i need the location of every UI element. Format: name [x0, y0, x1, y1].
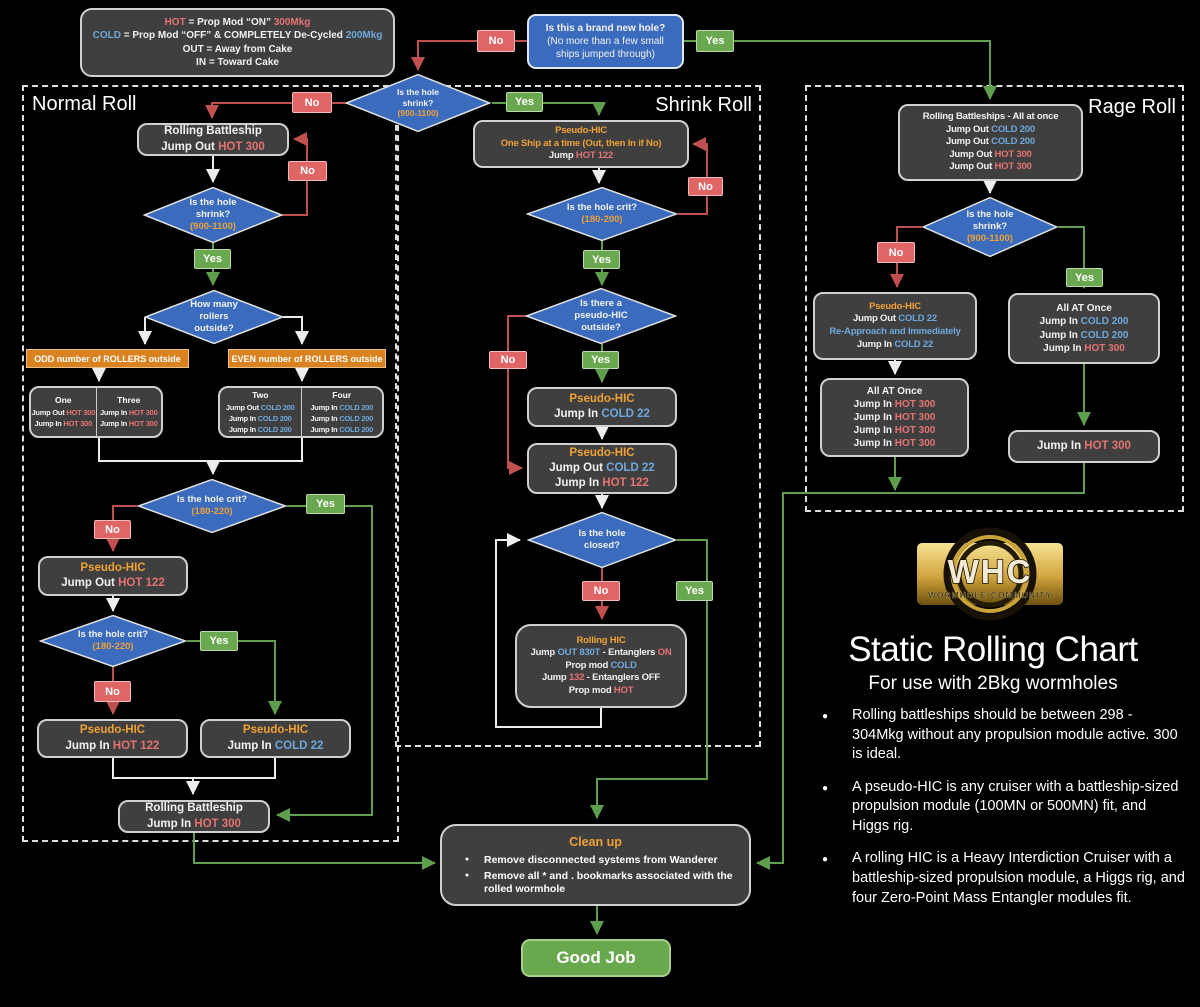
- nr-odd-rollers-label: ODD number of ROLLERS outside: [26, 349, 189, 368]
- list-item: ●A rolling HIC is a Heavy Interdiction C…: [822, 850, 1185, 906]
- shrink-roll-region: [395, 85, 761, 747]
- list-item: ●Remove all * and . bookmarks associated…: [464, 869, 733, 895]
- no-chip-nr-crit1: No: [94, 520, 131, 539]
- diamond-sr-is-hole-crit: Is the hole crit?(180-200): [526, 187, 678, 241]
- yes-chip-top-shrink: Yes: [506, 92, 543, 112]
- yes-chip-sr-crit: Yes: [583, 250, 620, 269]
- shrink-roll-title: Shrink Roll: [655, 94, 752, 116]
- rr-jump-in-hot-box: Jump In HOT 300: [1008, 430, 1160, 463]
- list-item: ●Remove disconnected systems from Wander…: [464, 853, 718, 866]
- column-title: Four: [332, 389, 352, 400]
- normal-roll-title: Normal Roll: [32, 93, 137, 115]
- logo-acronym: WHC: [948, 553, 1033, 590]
- yes-chip-top: Yes: [696, 30, 734, 52]
- yes-chip-nr-shrink: Yes: [194, 249, 231, 269]
- diamond-nr-is-hole-crit-1: Is the hole crit?(180-220): [137, 479, 287, 533]
- whc-logo: WHC WORMHOLE COMMUNITY: [917, 527, 1063, 621]
- chart-subtitle: For use with 2Bkg wormholes: [868, 673, 1118, 694]
- no-chip-rr-shrink: No: [877, 242, 915, 263]
- clean-up-items: ●Remove disconnected systems from Wander…: [450, 851, 741, 896]
- yes-chip-rr-shrink: Yes: [1066, 268, 1103, 287]
- column-title: Two: [252, 389, 269, 400]
- good-job-box: Good Job: [521, 939, 671, 977]
- logo-ring-outer: [943, 527, 1037, 621]
- logo-ring-mid: [951, 535, 1029, 613]
- clean-up-box: Clean up ●Remove disconnected systems fr…: [440, 824, 751, 906]
- yes-chip-nr-crit1: Yes: [306, 494, 345, 514]
- logo-ring-inner: [956, 540, 1024, 608]
- list-item: ●A pseudo-HIC is any cruiser with a batt…: [822, 778, 1179, 834]
- normal-roll-region: [22, 85, 399, 842]
- yes-chip-sr-closed: Yes: [676, 581, 713, 601]
- column-title: One: [54, 395, 72, 406]
- logo-name: WORMHOLE COMMUNITY: [928, 590, 1052, 600]
- column-title: Three: [117, 395, 141, 406]
- no-chip-sr-crit: No: [688, 177, 723, 196]
- no-chip-sr-closed: No: [582, 581, 620, 601]
- no-chip-nr-loop: No: [288, 161, 327, 181]
- list-item: ●Rolling battleships should be between 2…: [822, 707, 1178, 763]
- rage-roll-title: Rage Roll: [1088, 96, 1176, 118]
- info-bullets: ●Rolling battleships should be between 2…: [818, 706, 1186, 921]
- yes-chip-nr-crit2: Yes: [200, 631, 238, 651]
- no-chip-top-shrink: No: [292, 92, 332, 113]
- nr-even-rollers-label: EVEN number of ROLLERS outside: [228, 349, 386, 368]
- yes-chip-sr-outside: Yes: [582, 351, 619, 369]
- no-chip-sr-outside: No: [489, 351, 527, 369]
- clean-up-title: Clean up: [569, 835, 622, 850]
- chart-title: Static Rolling Chart: [848, 630, 1138, 669]
- diamond-nr-is-hole-crit-2: Is the hole crit?(180-220): [39, 615, 187, 667]
- no-chip-nr-crit2: No: [94, 681, 131, 702]
- no-chip-top: No: [477, 30, 515, 52]
- brand-new-hole-question: Is this a brand new hole?(No more than a…: [527, 14, 684, 69]
